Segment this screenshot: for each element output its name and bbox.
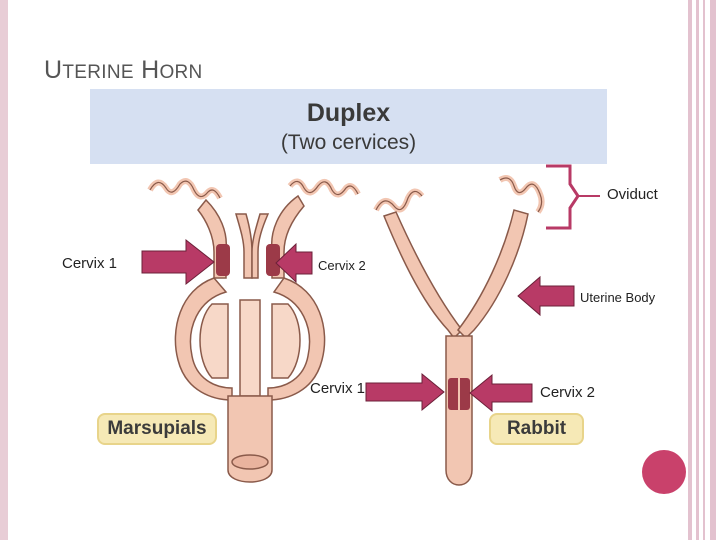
banner-title: Duplex xyxy=(306,99,391,127)
arrow-uterine-body xyxy=(517,275,575,317)
oviduct-bracket xyxy=(546,164,580,230)
arrow-marsupial-cervix-2 xyxy=(275,242,313,284)
badge-rabbit: Rabbit xyxy=(489,413,584,445)
badge-marsupials: Marsupials xyxy=(97,413,217,445)
marsupial-central-sinus xyxy=(239,299,261,397)
left-accent-bar xyxy=(0,0,8,540)
right-decorative-stripes xyxy=(686,0,720,540)
banner-subtitle: (Two cervices) xyxy=(280,131,417,154)
label-marsupial-cervix-2: Cervix 2 xyxy=(318,258,366,273)
marsupial-cervix-2-band xyxy=(266,244,280,276)
marsupial-left-oviduct xyxy=(147,178,223,200)
arrow-marsupial-cervix-1 xyxy=(141,238,215,286)
arrow-rabbit-cervix-2 xyxy=(469,373,533,413)
marsupial-cervix-1-band xyxy=(216,244,230,276)
rabbit-right-horn xyxy=(457,209,529,340)
label-uterine-body: Uterine Body xyxy=(580,290,656,305)
label-rabbit-cervix-2: Cervix 2 xyxy=(540,384,596,401)
rabbit-left-horn xyxy=(383,211,463,340)
duplex-banner: Duplex (Two cervices) xyxy=(90,89,607,164)
rabbit-uterus xyxy=(373,175,545,486)
slide-title: UTERINE HORN xyxy=(44,56,203,84)
rabbit-vagina xyxy=(445,335,473,486)
label-oviduct: Oviduct xyxy=(607,186,658,203)
rabbit-left-oviduct xyxy=(373,188,425,213)
decorative-circle xyxy=(642,450,686,494)
arrow-rabbit-cervix-1 xyxy=(365,372,445,412)
rabbit-right-oviduct xyxy=(498,175,545,214)
label-rabbit-cervix-1: Cervix 1 xyxy=(310,380,366,397)
label-marsupial-cervix-1: Cervix 1 xyxy=(62,255,118,272)
